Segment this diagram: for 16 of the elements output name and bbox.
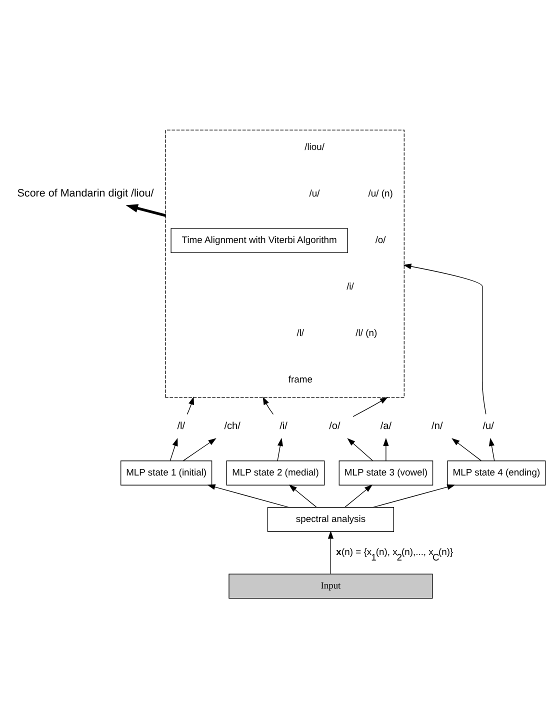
label: /u/ (n) [368,188,393,199]
node-text: Score of Mandarin digit /liou/ [17,188,154,200]
node-text: /ch/ [224,420,240,432]
label: /i/ [346,280,354,292]
node-text: /l/ [177,420,186,432]
node-text: /o/ [329,420,340,432]
node-text: /i/ [280,420,288,432]
node-text: /n/ [432,420,443,432]
label: /o/ [375,234,386,246]
label: /l/ (n) [356,327,378,338]
node-text: /a/ [380,420,392,432]
label: /liou/ [304,141,324,152]
label: frame [288,374,312,385]
label: /u/ [309,188,320,199]
label: /l/ [296,327,304,338]
node-text: /u/ [482,420,494,432]
